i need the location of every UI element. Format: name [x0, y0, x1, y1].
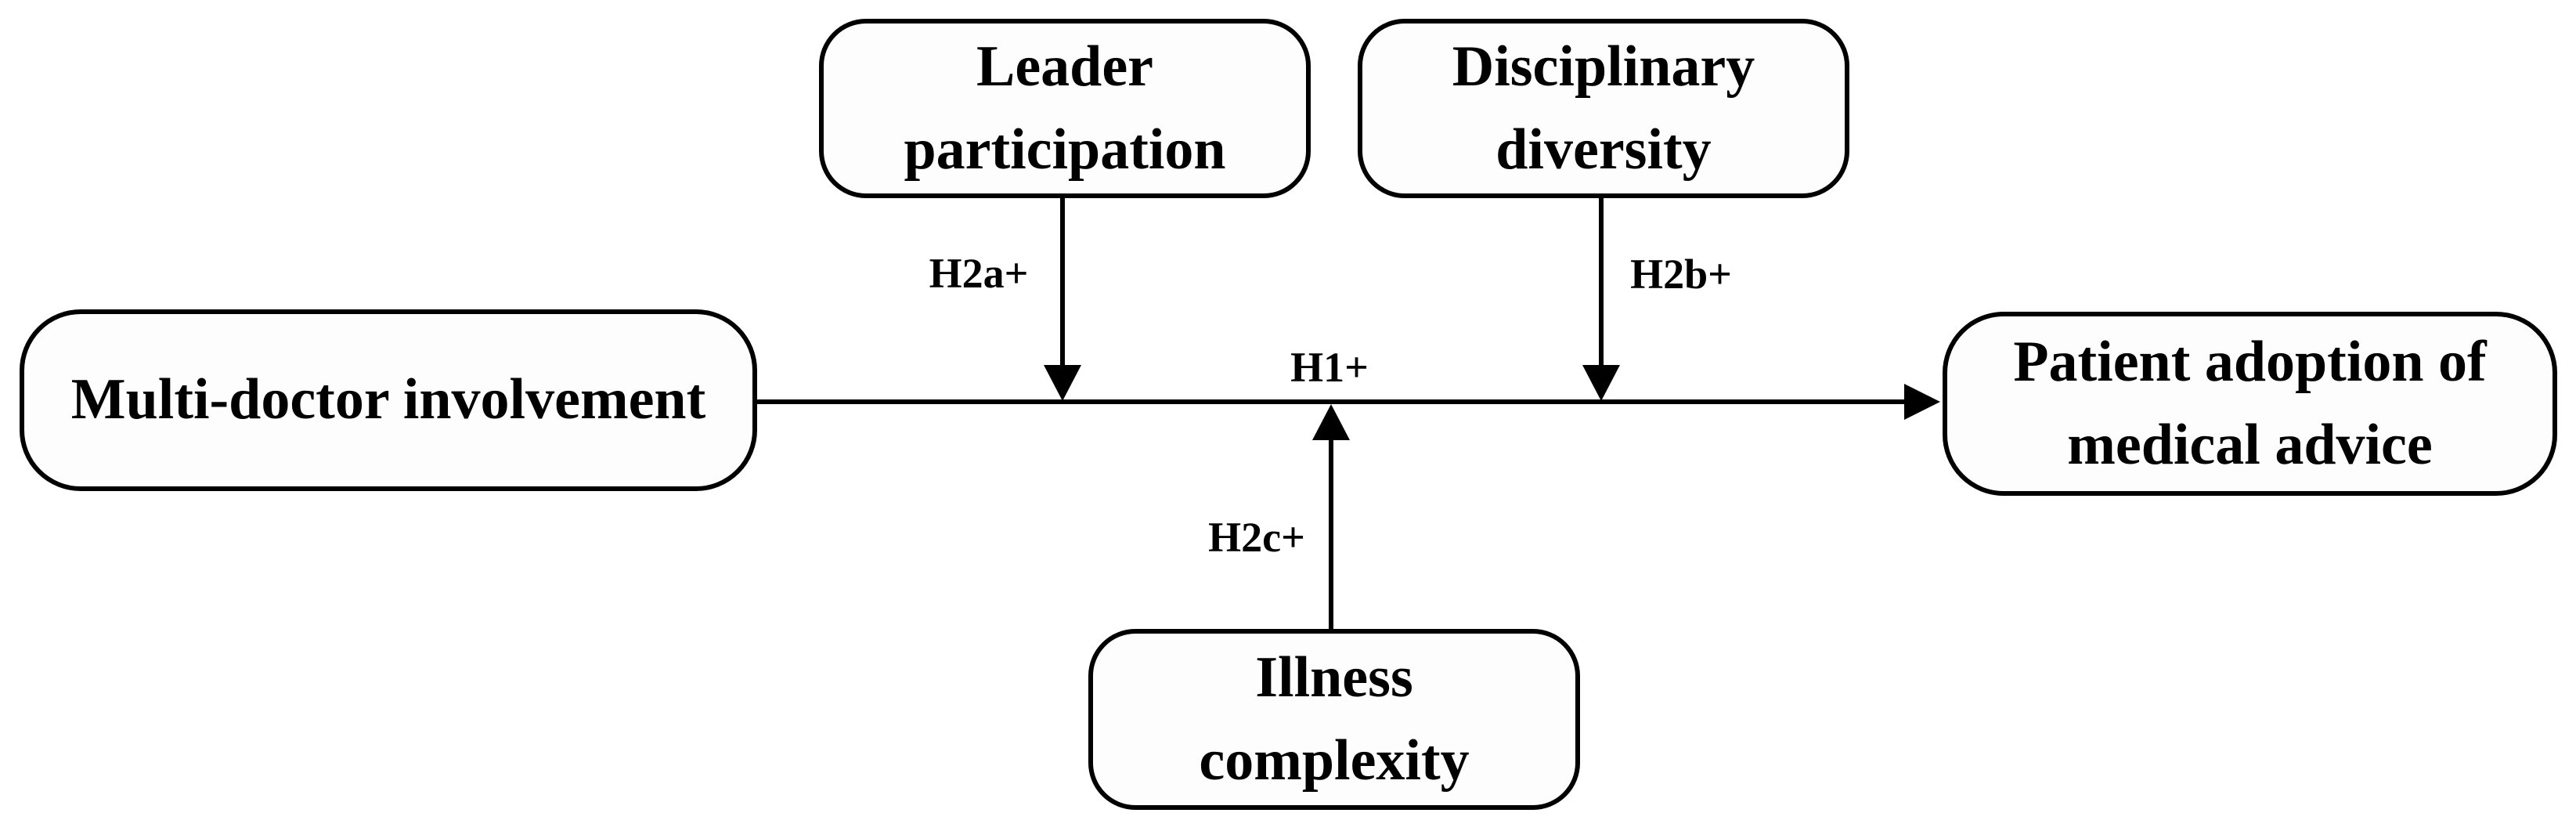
node-leader-participation-label: Leader participation	[904, 34, 1226, 182]
h2a-arrow-line	[1060, 197, 1065, 366]
node-disciplinary-diversity-label: Disciplinary diversity	[1452, 34, 1755, 182]
h2b-arrow-line	[1599, 197, 1604, 366]
node-disciplinary-diversity: Disciplinary diversity	[1358, 19, 1849, 198]
node-multi-doctor-involvement-label: Multi-doctor involvement	[70, 367, 706, 432]
node-patient-adoption-label: Patient adoption of medical advice	[2013, 330, 2487, 477]
node-illness-complexity: Illness complexity	[1088, 629, 1580, 810]
node-illness-complexity-label: Illness complexity	[1199, 645, 1470, 793]
node-multi-doctor-involvement: Multi-doctor involvement	[20, 309, 757, 491]
h2a-arrowhead-down-icon	[1044, 365, 1081, 401]
node-leader-participation: Leader participation	[819, 19, 1311, 198]
edge-label-h2a: H2a+	[929, 250, 1029, 297]
main-arrowhead-right-icon	[1904, 384, 1940, 420]
h2b-arrowhead-down-icon	[1582, 365, 1620, 401]
main-arrow-line	[755, 399, 1906, 404]
h2c-arrowhead-up-icon	[1312, 404, 1350, 440]
edge-label-h2c: H2c+	[1208, 514, 1305, 561]
edge-label-h1: H1+	[1290, 344, 1369, 391]
edge-label-h2b: H2b+	[1630, 251, 1732, 298]
h2c-arrow-line	[1329, 439, 1333, 629]
node-patient-adoption: Patient adoption of medical advice	[1943, 312, 2557, 496]
